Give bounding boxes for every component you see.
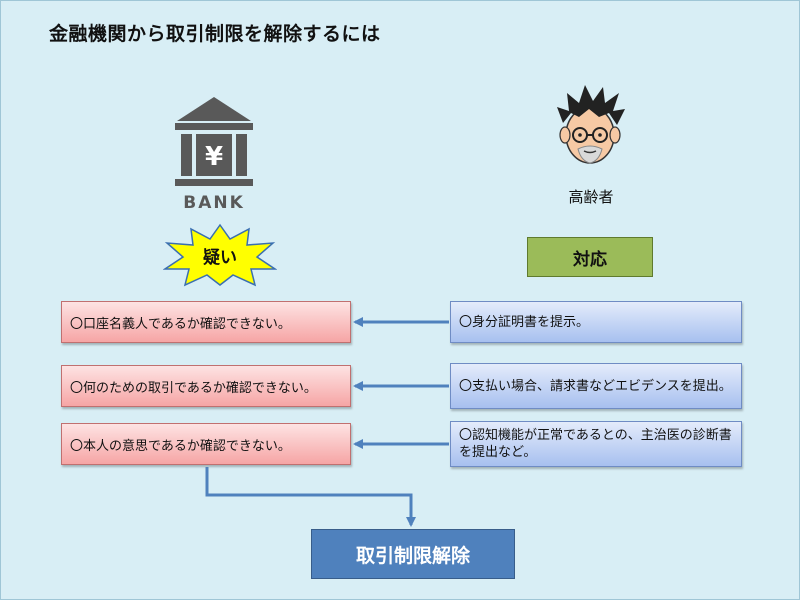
- doubt-header: 疑い: [203, 247, 237, 268]
- elderly-label: 高齢者: [568, 188, 614, 206]
- doubt-burst-shape: [163, 223, 277, 287]
- response-text-2: 〇支払い場合、請求書などエビデンスを提出。: [459, 378, 732, 394]
- response-box-2: 〇支払い場合、請求書などエビデンスを提出。: [450, 363, 742, 409]
- arrow-to-result: [205, 467, 416, 527]
- elderly-person-icon: [557, 85, 625, 164]
- response-box-1: 〇身分証明書を提示。: [450, 301, 742, 343]
- doubt-box-3: 〇本人の意思であるか確認できない。: [61, 423, 351, 465]
- bank-icon: ¥ BANK: [175, 97, 253, 213]
- response-header: 対応: [527, 237, 653, 277]
- response-text-3: 〇認知機能が正常であるとの、主治医の診断書を提出など。: [459, 428, 732, 460]
- response-text-1: 〇身分証明書を提示。: [459, 314, 590, 330]
- response-box-3: 〇認知機能が正常であるとの、主治医の診断書を提出など。: [450, 421, 742, 467]
- doubt-box-1: 〇口座名義人であるか確認できない。: [61, 301, 351, 343]
- diagram-title: 金融機関から取引制限を解除するには: [49, 23, 381, 45]
- doubt-box-2: 〇何のための取引であるか確認できない。: [61, 365, 351, 407]
- bank-label: BANK: [183, 193, 245, 213]
- yen-symbol: ¥: [205, 142, 223, 172]
- result-box: 取引制限解除: [311, 529, 515, 579]
